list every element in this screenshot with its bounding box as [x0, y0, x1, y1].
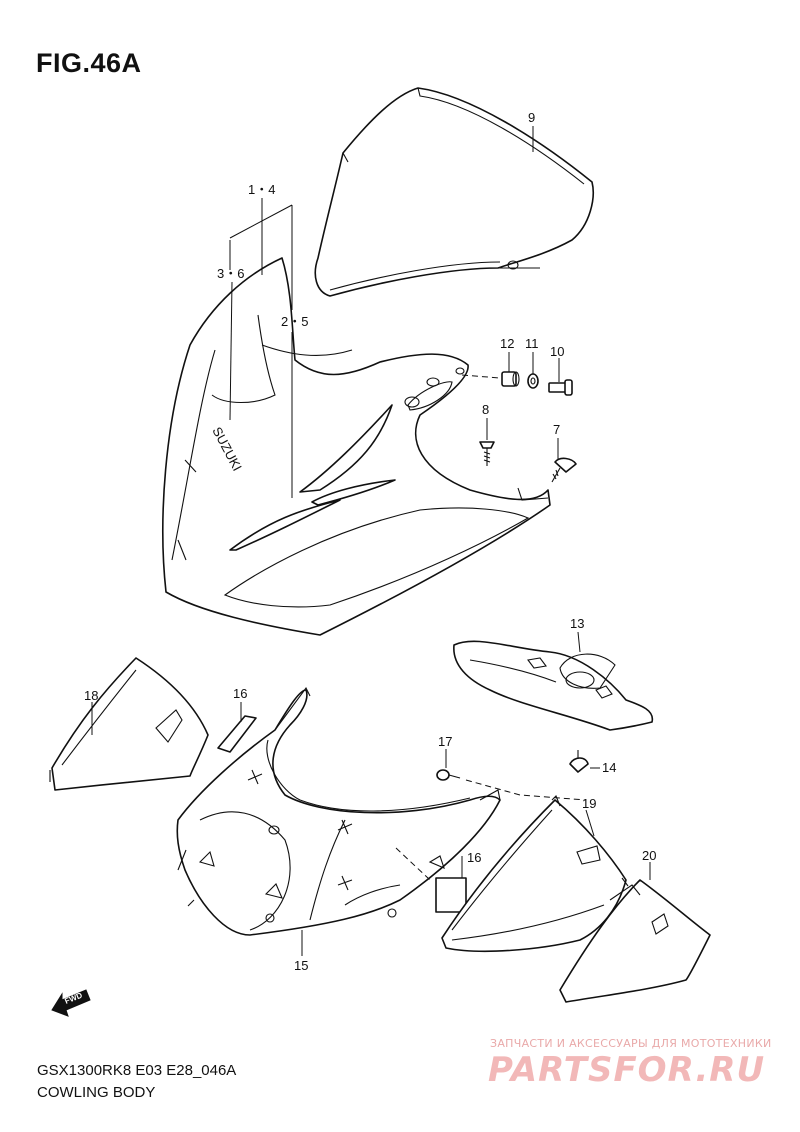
- lower-side-panel-part-19[interactable]: [441, 795, 629, 953]
- callout-20: 20: [642, 848, 656, 863]
- leader-lines: [91, 126, 651, 956]
- clip-part-14[interactable]: [569, 750, 589, 773]
- lower-cowling-part-15[interactable]: [176, 686, 501, 936]
- screw-part-7[interactable]: [551, 457, 577, 483]
- callout-16-lower: 16: [467, 850, 481, 865]
- spacer-part-12[interactable]: [501, 371, 520, 387]
- fwd-arrow-icon: FWD: [51, 989, 91, 1017]
- callout-numbers: 1・4 3・6 2・5 9 12 11 10 8 7 13 18 16 17 1…: [84, 110, 656, 973]
- screw-part-8[interactable]: [479, 441, 495, 466]
- washer-part-11[interactable]: [527, 373, 539, 389]
- callout-8: 8: [482, 402, 489, 417]
- screw-part-17[interactable]: [436, 769, 461, 781]
- side-panel-part-18[interactable]: [49, 657, 209, 791]
- bolt-part-10[interactable]: [548, 379, 573, 396]
- windscreen-part-9[interactable]: [314, 87, 594, 297]
- inner-panel-part-13[interactable]: [453, 640, 654, 731]
- callout-11: 11: [525, 336, 539, 351]
- figure-title: FIG.46A: [36, 48, 142, 78]
- callout-2-5: 2・5: [281, 314, 308, 329]
- callout-13: 13: [570, 616, 584, 631]
- callout-16-upper: 16: [233, 686, 247, 701]
- callout-18: 18: [84, 688, 98, 703]
- callout-3-6: 3・6: [217, 266, 244, 281]
- callout-1-4: 1・4: [248, 182, 275, 197]
- callout-10: 10: [550, 344, 564, 359]
- callout-15: 15: [294, 958, 308, 973]
- callout-9: 9: [528, 110, 535, 125]
- decal-part-16-upper[interactable]: [217, 715, 257, 753]
- callout-19: 19: [582, 796, 596, 811]
- model-code: GSX1300RK8 E03 E28_046A: [37, 1062, 237, 1079]
- section-name: COWLING BODY: [37, 1084, 156, 1101]
- decal-part-16-lower[interactable]: [435, 877, 467, 913]
- watermark-tagline: ЗАПЧАСТИ И АКСЕССУАРЫ ДЛЯ МОТОТЕХНИКИ: [490, 1037, 772, 1050]
- side-cover-part-20[interactable]: [559, 879, 711, 1003]
- upper-cowling-parts-1-6[interactable]: SUZUKI: [162, 257, 551, 636]
- callout-14: 14: [602, 760, 616, 775]
- watermark-logo: PARTSFOR.RU: [488, 1050, 766, 1090]
- callout-12: 12: [500, 336, 514, 351]
- callout-17: 17: [438, 734, 452, 749]
- callout-7: 7: [553, 422, 560, 437]
